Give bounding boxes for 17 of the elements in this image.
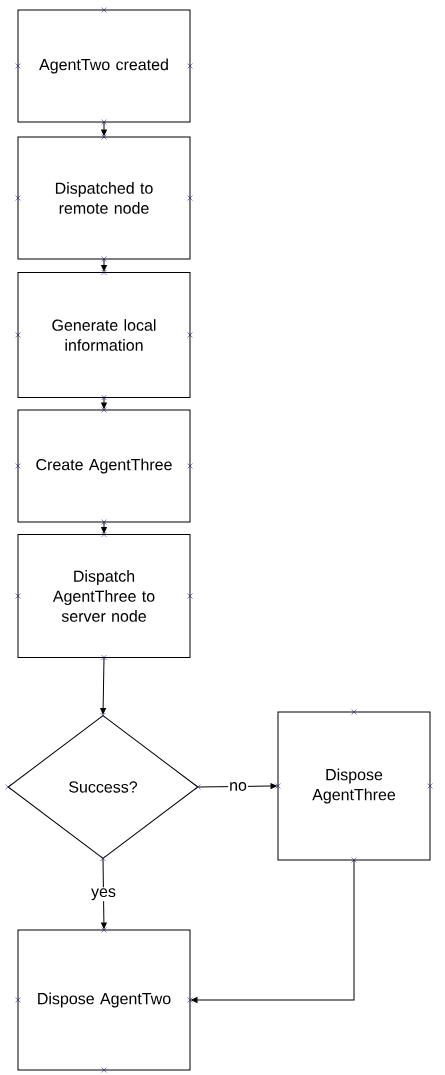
edge-label: no [228,781,248,792]
edge-label: yes [90,887,117,902]
arrow [101,259,107,272]
process-box: AgentTwo created [17,9,191,123]
process-box: Create AgentThree [17,409,191,523]
process-box: Generate local information [17,272,191,398]
arrow [101,122,107,136]
arrow [191,860,355,1003]
process-box: Dispose AgentThree [277,711,431,861]
arrow [101,522,107,534]
process-box: Dispatch AgentThree to server node [17,534,191,658]
arrow [100,657,106,715]
arrow [101,858,107,929]
process-box: Dispatched to remote node [17,136,191,260]
arrow [101,397,107,409]
process-box: Dispose AgentTwo [17,929,191,1071]
arrow [198,783,277,789]
